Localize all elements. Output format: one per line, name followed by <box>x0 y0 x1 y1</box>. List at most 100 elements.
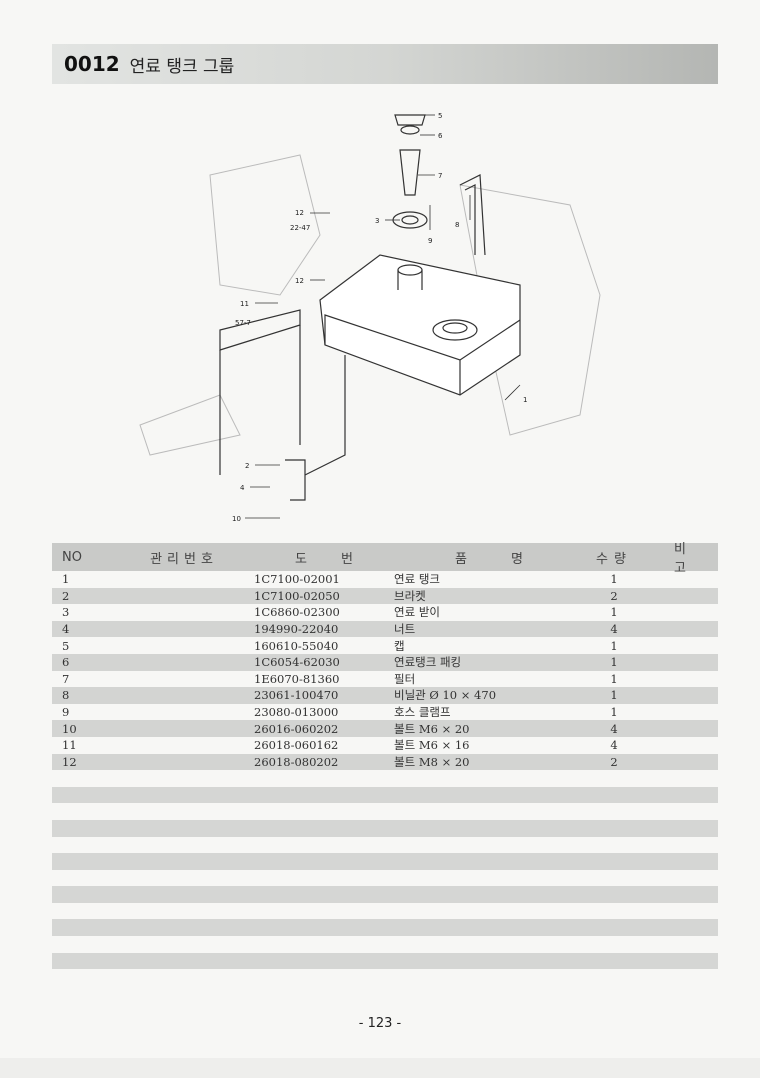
empty-row <box>52 853 718 870</box>
cell-qty: 1 <box>610 605 618 620</box>
page-number: - 123 - <box>358 1016 402 1031</box>
empty-row <box>52 786 718 804</box>
empty-row <box>52 803 718 820</box>
empty-row <box>52 837 718 854</box>
cell-qty: 1 <box>610 671 618 686</box>
cell-drawing: 1E6070-81360 <box>254 671 340 686</box>
cell-qty: 4 <box>610 721 618 736</box>
callout-22-47: 22-47 <box>290 224 310 232</box>
col-no: NO <box>62 549 82 565</box>
cell-name: 비닐관 Ø 10 × 470 <box>394 688 497 703</box>
cell-name: 캡 <box>394 638 405 653</box>
empty-rows <box>52 770 718 970</box>
col-quantity: 수량 <box>596 551 632 567</box>
empty-row <box>52 919 718 937</box>
cell-no: 4 <box>62 622 70 637</box>
empty-row <box>52 770 718 787</box>
table-row: 12 26018-080202 볼트 M8 × 20 2 <box>52 753 718 771</box>
col-part-name: 품 명 <box>454 551 524 567</box>
parts-table: NO 관리번호 도 번 품 명 수량 비 고 1 1C7100-02001 연료 탱… <box>52 542 718 970</box>
cell-drawing: 160610-55040 <box>254 638 339 653</box>
cell-qty: 1 <box>610 688 618 703</box>
group-code: 0012 <box>64 52 120 76</box>
cell-no: 11 <box>62 738 77 753</box>
callout-2: 2 <box>245 462 249 470</box>
table-row: 8 23061-100470 비닐관 Ø 10 × 470 1 <box>52 687 718 704</box>
cell-no: 10 <box>62 721 77 736</box>
cell-qty: 4 <box>610 622 618 637</box>
empty-row <box>52 952 718 970</box>
col-drawing-number: 도 번 <box>294 551 354 567</box>
page-bottom-margin <box>0 1058 760 1078</box>
table-row: 1 1C7100-02001 연료 탱크 1 <box>52 571 718 588</box>
callout-5: 5 <box>438 112 442 120</box>
cell-qty: 4 <box>610 738 618 753</box>
callout-6: 6 <box>438 132 443 140</box>
cell-qty: 1 <box>610 655 618 670</box>
callout-12-upper: 12 <box>295 209 304 217</box>
empty-row <box>52 903 718 920</box>
cell-drawing: 194990-22040 <box>254 622 339 637</box>
cell-drawing: 26016-060202 <box>254 721 339 736</box>
cell-name: 브라켓 <box>394 588 426 603</box>
callout-3: 3 <box>375 217 379 225</box>
cell-qty: 2 <box>610 754 618 769</box>
fuel-tank-drawing <box>219 114 521 501</box>
col-remarks: 비 고 <box>674 542 686 576</box>
table-header: NO 관리번호 도 번 품 명 수량 비 고 <box>52 542 718 576</box>
cell-no: 2 <box>62 588 70 603</box>
cell-name: 필터 <box>394 671 416 686</box>
col-management-number: 관리번호 <box>150 551 218 567</box>
callout-9: 9 <box>428 237 432 245</box>
callout-7: 7 <box>438 172 442 180</box>
cell-name: 연료 받이 <box>394 605 440 620</box>
callout-12-lower: 12 <box>295 277 304 285</box>
callout-lines <box>245 114 521 519</box>
cell-drawing: 1C7100-02001 <box>254 572 340 587</box>
cell-drawing: 26018-080202 <box>254 754 339 769</box>
cell-drawing: 1C6054-62030 <box>254 655 340 670</box>
cell-qty: 1 <box>610 705 618 720</box>
cell-no: 1 <box>62 572 70 587</box>
table-row: 4 194990-22040 너트 4 <box>52 620 718 638</box>
cell-no: 7 <box>62 671 70 686</box>
callout-4: 4 <box>240 484 245 492</box>
cell-no: 5 <box>62 638 70 653</box>
callout-57-7: 57-7 <box>235 319 251 327</box>
cell-drawing: 23061-100470 <box>254 688 339 703</box>
cell-qty: 1 <box>610 638 618 653</box>
table-row: 11 26018-060162 볼트 M6 × 16 4 <box>52 737 718 754</box>
callout-10: 10 <box>232 515 241 523</box>
cell-name: 볼트 M8 × 20 <box>394 754 470 769</box>
exploded-parts-diagram: 5 6 7 8 9 3 12 22-47 12 11 57-7 1 2 4 10 <box>139 112 601 523</box>
empty-row <box>52 936 718 953</box>
cell-no: 3 <box>62 605 70 620</box>
cell-qty: 1 <box>610 572 618 587</box>
cell-no: 8 <box>62 688 70 703</box>
cell-drawing: 1C6860-02300 <box>254 605 340 620</box>
cell-name: 연료 탱크 <box>394 572 440 587</box>
cell-name: 너트 <box>394 622 416 637</box>
cell-name: 호스 클램프 <box>394 705 451 720</box>
section-title-bar: 0012 연료 탱크 그룹 <box>52 44 718 84</box>
table-row: 3 1C6860-02300 연료 받이 1 <box>52 604 718 621</box>
empty-row <box>52 886 718 903</box>
cell-name: 볼트 M6 × 16 <box>394 738 470 753</box>
cell-drawing: 26018-060162 <box>254 738 339 753</box>
cell-no: 6 <box>62 655 70 670</box>
callout-1: 1 <box>523 396 527 404</box>
table-row: 5 160610-55040 캡 1 <box>52 637 718 654</box>
cell-no: 9 <box>62 705 70 720</box>
table-row: 6 1C6054-62030 연료탱크 패킹 1 <box>52 653 718 671</box>
cell-drawing: 1C7100-02050 <box>254 588 340 603</box>
callout-11: 11 <box>240 300 249 308</box>
table-row: 7 1E6070-81360 필터 1 <box>52 671 718 688</box>
cell-no: 12 <box>62 754 77 769</box>
cell-name: 연료탱크 패킹 <box>394 655 462 670</box>
empty-row <box>52 870 718 887</box>
group-title: 연료 탱크 그룹 <box>129 56 235 77</box>
